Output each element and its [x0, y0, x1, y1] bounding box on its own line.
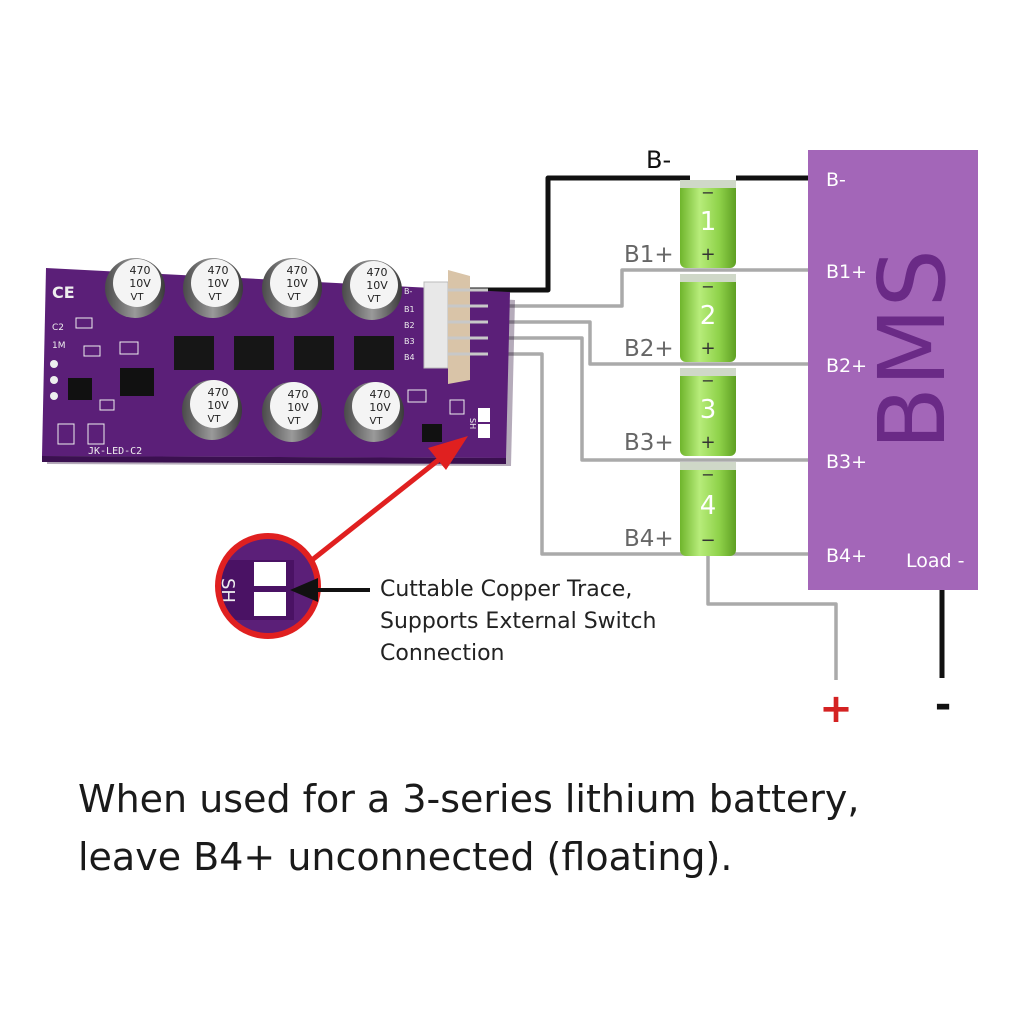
cell-4-minus: −: [701, 465, 714, 484]
callout-line-3: Connection: [380, 641, 505, 666]
battery-stack: − 1 + − 2 + − 3 + − 4 −: [680, 180, 736, 556]
svg-text:10V: 10V: [207, 399, 229, 412]
svg-text:470: 470: [130, 264, 151, 277]
silk-c2: C2: [52, 323, 64, 333]
cell-3: − 3 +: [680, 368, 736, 456]
output-minus-symbol: -: [935, 682, 952, 728]
wire-b2: [448, 320, 810, 366]
svg-text:10V: 10V: [287, 401, 309, 414]
pin-label-b1: B1: [404, 305, 415, 314]
svg-text:VT: VT: [288, 292, 302, 303]
capacitor: 470 10V VT: [342, 260, 402, 320]
bms-terminal-b2: B2+: [826, 355, 867, 377]
svg-text:470: 470: [367, 266, 388, 279]
svg-text:VT: VT: [368, 294, 382, 305]
silk-1m: 1M: [52, 341, 66, 351]
svg-text:10V: 10V: [286, 277, 308, 290]
svg-text:VT: VT: [131, 292, 145, 303]
svg-text:VT: VT: [370, 416, 384, 427]
svg-text:10V: 10V: [369, 401, 391, 414]
svg-text:10V: 10V: [129, 277, 151, 290]
cell-2-plus: +: [700, 338, 715, 359]
capacitors: 470 10V VT 470 10V VT 470 10V VT: [105, 258, 404, 442]
capacitor: 470 10V VT: [262, 382, 322, 442]
cell-2-number: 2: [700, 301, 717, 331]
callout-line-1: Cuttable Copper Trace,: [380, 577, 633, 602]
cell-4: − 4 −: [680, 462, 736, 556]
cell-3-number: 3: [700, 395, 717, 425]
svg-text:470: 470: [370, 388, 391, 401]
svg-text:470: 470: [208, 264, 229, 277]
caption-line-2: leave B4+ unconnected (floating).: [78, 835, 733, 879]
svg-text:VT: VT: [288, 416, 302, 427]
cell-4-plus: −: [700, 530, 715, 551]
bms-terminal-bminus: B-: [826, 169, 846, 191]
cell-1-minus: −: [701, 183, 714, 202]
wire-pack-plus: [706, 556, 838, 680]
bms-terminal-b4: B4+: [826, 545, 867, 567]
connector-header: B- B1 B2 B3 B4: [404, 270, 488, 384]
label-b3: B3+: [624, 430, 674, 456]
label-b2: B2+: [624, 336, 674, 362]
cell-3-plus: +: [700, 432, 715, 453]
callout-line-2: Supports External Switch: [380, 609, 657, 634]
label-bminus: B-: [646, 146, 671, 174]
bms-title: BMS: [859, 249, 966, 450]
passives: [57, 317, 465, 445]
bms-block: B- B1+ B2+ B3+ B4+ Load - BMS: [808, 150, 978, 590]
callout-pointer-head: [290, 578, 318, 602]
balancer-board: CE C2 1M JK-LED-C2: [42, 258, 515, 466]
pin-label-b4: B4: [404, 353, 415, 362]
cell-2-minus: −: [701, 277, 714, 296]
wire-bminus: [448, 175, 690, 293]
zoom-sh-label: SH: [217, 578, 238, 603]
cell-1-plus: +: [700, 244, 715, 265]
ic-chips: [174, 336, 394, 370]
svg-text:10V: 10V: [207, 277, 229, 290]
sh-pads: SH: [468, 408, 490, 438]
svg-text:470: 470: [208, 386, 229, 399]
caption-line-1: When used for a 3-series lithium battery…: [78, 777, 860, 821]
svg-text:VT: VT: [208, 414, 222, 425]
capacitor: 470 10V VT: [182, 380, 242, 440]
bms-load-minus: Load -: [906, 550, 964, 572]
capacitor: 470 10V VT: [183, 258, 243, 318]
svg-text:10V: 10V: [366, 279, 388, 292]
bms-terminal-b3: B3+: [826, 451, 867, 473]
pin-label-b2: B2: [404, 321, 415, 330]
silk-code: JK-LED-C2: [88, 446, 142, 457]
label-b4: B4+: [624, 526, 674, 552]
svg-text:470: 470: [288, 388, 309, 401]
callout-arrowhead: [428, 436, 468, 470]
pcb-edge: [42, 456, 506, 464]
svg-text:470: 470: [287, 264, 308, 277]
cell-3-minus: −: [701, 371, 714, 390]
bms-body: [808, 150, 978, 590]
bms-terminal-b1: B1+: [826, 261, 867, 283]
svg-text:VT: VT: [209, 292, 223, 303]
wire-b3: [448, 336, 810, 462]
label-b1: B1+: [624, 242, 674, 268]
capacitor: 470 10V VT: [344, 382, 404, 442]
pin-label-bminus: B-: [404, 287, 412, 296]
caption: When used for a 3-series lithium battery…: [78, 770, 978, 886]
capacitor: 470 10V VT: [105, 258, 165, 318]
trace-callout: SH: [215, 436, 468, 639]
wire-b1: [448, 268, 810, 308]
sh-silk-label: SH: [468, 418, 477, 429]
pin-label-b3: B3: [404, 337, 415, 346]
output-plus-symbol: +: [819, 686, 853, 732]
silk-ce: CE: [52, 283, 75, 302]
cell-4-number: 4: [700, 491, 717, 521]
callout-text: Cuttable Copper Trace, Supports External…: [380, 574, 720, 670]
cell-1: − 1 +: [680, 180, 736, 268]
cell-2: − 2 +: [680, 274, 736, 362]
callout-arrow-line: [310, 452, 448, 562]
cell-1-number: 1: [700, 207, 717, 237]
capacitor: 470 10V VT: [262, 258, 322, 318]
